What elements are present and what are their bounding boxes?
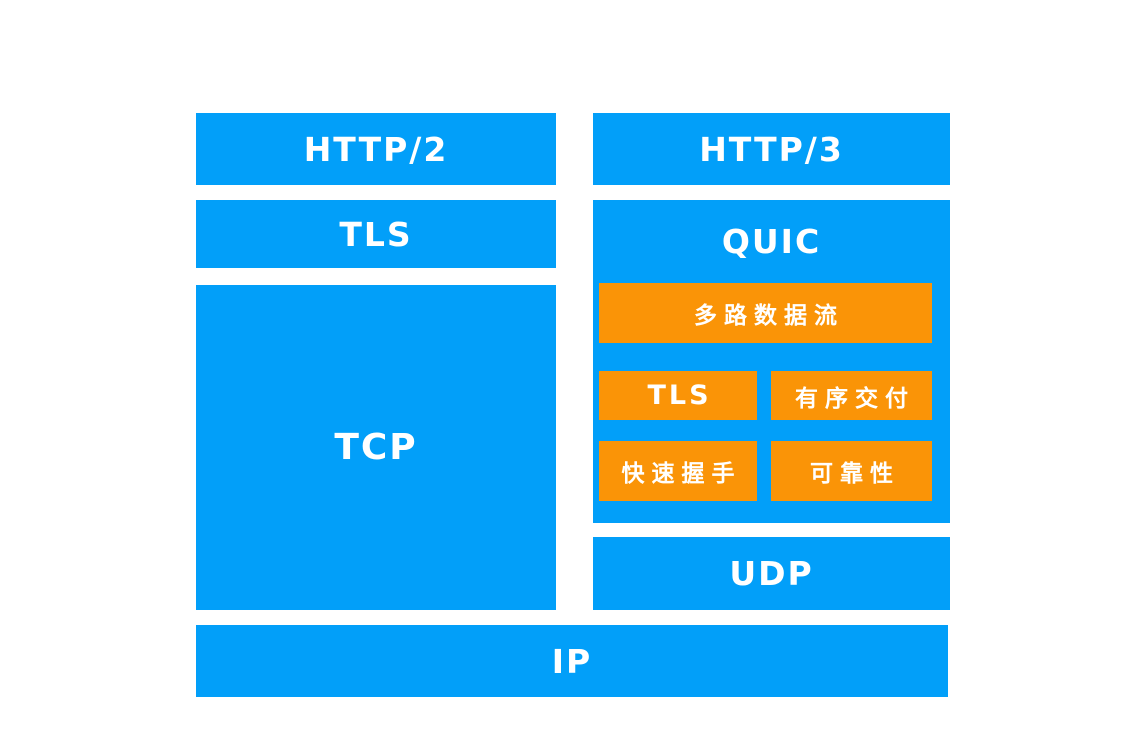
ip-box: IP — [196, 625, 948, 697]
quic-feature-reliability: 可靠性 — [771, 441, 932, 501]
quic-feature-multiplexed-streams: 多路数据流 — [599, 283, 932, 343]
http3-box: HTTP/3 — [593, 113, 950, 185]
quic-feature-fast-handshake: 快速握手 — [599, 441, 757, 501]
quic-feature-ordered-delivery: 有序交付 — [771, 371, 932, 420]
udp-box: UDP — [593, 537, 950, 610]
tls-box: TLS — [196, 200, 556, 268]
http2-box: HTTP/2 — [196, 113, 556, 185]
quic-feature-tls: TLS — [599, 371, 757, 420]
quic-label: QUIC — [721, 222, 822, 261]
tcp-box: TCP — [196, 285, 556, 610]
quic-box: QUIC 多路数据流 TLS 有序交付 快速握手 可靠性 — [593, 200, 950, 523]
